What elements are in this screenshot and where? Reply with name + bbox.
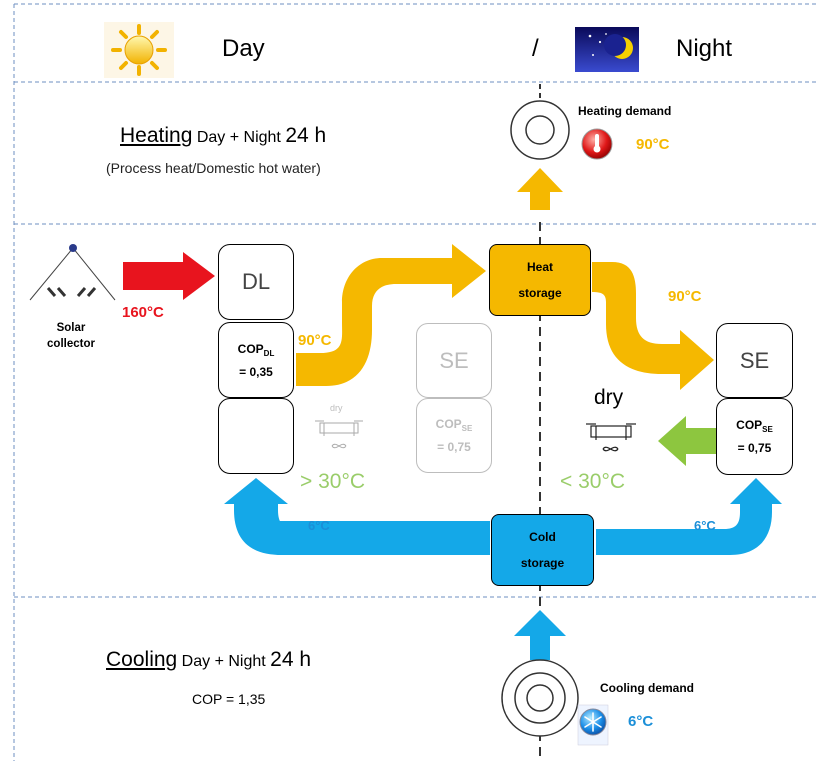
se-day-label: SE [439,347,469,373]
se-night-unit: SE [716,323,793,398]
se-night-cop-value: = 0,75 [737,441,772,455]
solar-label-line2: collector [47,338,95,350]
section-separators [13,3,816,761]
dl-cop-value: = 0,35 [239,364,273,379]
heating-subtitle: (Process heat/Domestic hot water) [106,160,321,176]
dl-label: DL [241,269,271,294]
se-day-unit: SE [416,323,492,398]
se-day-cop: COPSE [435,417,473,433]
cold-storage-line2: storage [520,556,565,570]
cooling-return-arrow [514,610,566,660]
cold-line-left-band [224,478,490,555]
heating-demand-label: Heating demand [578,104,672,118]
se-day-cop-value: = 0,75 [437,440,471,454]
day-dry-temp: > 30°C [300,470,366,493]
night-dry-temp: < 30°C [560,470,626,493]
dl-cop: COPDL [237,341,275,358]
slash-separator: / [532,35,539,62]
heat-storage-to-se-band [592,262,714,390]
heating-demand-temp: 90°C [636,136,670,153]
cooling-demand-pump-icon [501,659,579,737]
day-dry-cooler-icon [315,420,363,449]
heating-title-underlined: Heating [120,124,193,147]
dl-cop-box: COPDL = 0,35 [218,322,294,398]
se-night-cop: COPSE [736,418,773,434]
cooling-demand-temp: 6°C [628,713,654,730]
day-label: Day [222,35,265,62]
dl-out-temp: 90°C [298,332,332,349]
night-dry-label: dry [594,386,624,409]
se-night-in-temp: 90°C [668,288,702,305]
dl-unit: DL [218,244,294,320]
solar-temp: 160°C [122,304,164,321]
heating-title: Heating Day + Night 24 h [120,124,326,148]
heating-title-rest: Day + Night [192,129,286,146]
heating-title-hours: 24 h [285,124,327,147]
heat-storage-line1: Heat [526,260,553,274]
cooling-title-underlined: Cooling [106,648,178,671]
se-day-cop-box: COPSE = 0,75 [416,398,492,473]
heat-storage-box: Heat storage [489,244,591,316]
heating-demand-pump-icon [510,100,570,160]
se-night-cop-box: COPSE = 0,75 [716,398,793,475]
solar-heat-arrow [123,252,215,300]
cooling-title-rest: Day + Night [177,653,271,670]
cold-right-temp: 6°C [694,518,716,533]
solar-collector-label: Solar collector [36,320,106,352]
solar-label-line1: Solar [56,322,86,334]
cooling-snowflake-icon [577,704,609,746]
cold-storage-line1: Cold [529,530,556,544]
cold-storage-box: Cold storage [491,514,594,586]
night-dry-cooler-icon [586,423,636,452]
night-moon-icon [575,27,639,72]
night-label: Night [676,35,733,62]
cooling-title: Cooling Day + Night 24 h [106,648,311,672]
heating-thermometer-icon [581,128,613,160]
heat-storage-line2: storage [518,286,562,300]
solar-collector-icon [29,244,116,301]
sun-icon [104,22,174,78]
dl-empty-box [218,398,294,474]
cold-left-temp: 6°C [308,518,330,533]
se-night-label: SE [739,347,770,373]
dl-to-heat-storage-band [296,244,486,386]
cold-line-right-band [596,478,782,555]
cooling-cop: COP = 1,35 [192,691,266,707]
night-dry-cooler-arrow [658,416,716,466]
day-dry-label: dry [330,403,343,413]
heating-supply-arrow [517,168,563,210]
cooling-title-hours: 24 h [270,648,312,671]
cooling-demand-label: Cooling demand [600,681,694,695]
